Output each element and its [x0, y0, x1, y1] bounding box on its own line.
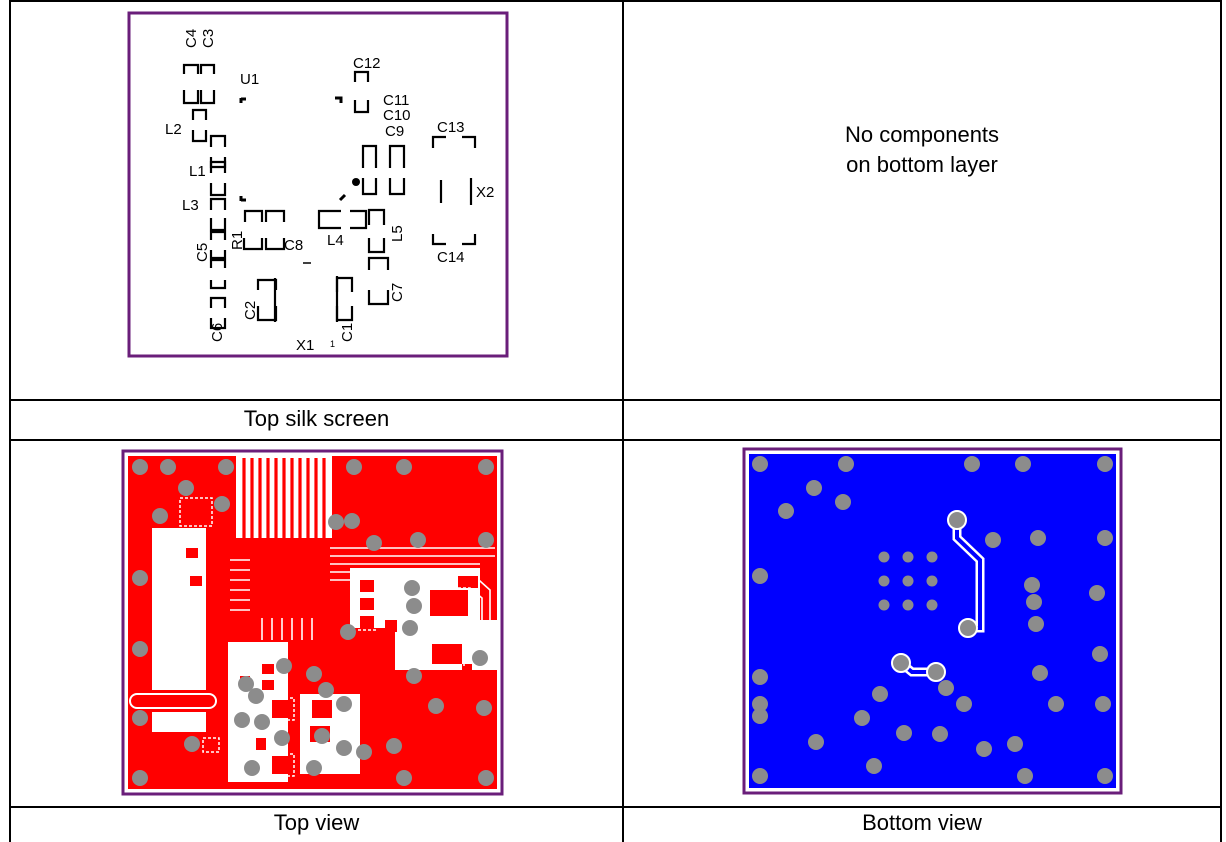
label-c1: C1 [339, 323, 356, 342]
label-u1: U1 [240, 71, 259, 88]
silk-l3 [209, 197, 227, 232]
silk-c13 [431, 135, 477, 148]
label-r1: R1 [229, 231, 246, 250]
label-pin1: 1 [330, 339, 335, 349]
bottom-silk-note: No components on bottom layer [624, 120, 1220, 180]
label-c6: C6 [209, 323, 226, 342]
silk-c10-group [361, 178, 406, 196]
silk-c11-group [361, 144, 406, 158]
label-l3: L3 [182, 197, 199, 214]
label-c2: C2 [242, 301, 259, 320]
silk-c12 [353, 70, 370, 114]
silk-r1-c8-bottom [242, 238, 286, 251]
table-row-line-2 [9, 439, 1222, 441]
table-border-right [1220, 0, 1222, 842]
caption-top-silk: Top silk screen [243, 406, 390, 431]
bottom-silk-note-line2: on bottom layer [846, 152, 998, 177]
silk-l1 [209, 160, 227, 197]
label-c12: C12 [353, 55, 381, 72]
label-c10: C10 [383, 107, 411, 124]
silk-board-outline [127, 11, 509, 358]
label-l4: L4 [327, 232, 344, 249]
table-row-line-3 [9, 806, 1222, 808]
label-c13: C13 [437, 119, 465, 136]
silk-c6 [209, 296, 227, 330]
label-l2: L2 [165, 121, 182, 138]
silk-l5 [367, 208, 386, 254]
silk-r1-c8-top [243, 209, 286, 222]
table-row-line-1 [9, 399, 1222, 401]
silk-l4 [317, 209, 368, 230]
silk-c4-c3-top [182, 63, 216, 74]
label-c9: C9 [385, 123, 404, 140]
bottom-copper-pour [749, 454, 1116, 788]
label-c8: C8 [284, 237, 303, 254]
label-l1: L1 [189, 163, 206, 180]
silk-c14 [431, 234, 477, 246]
label-x2: X2 [476, 184, 494, 201]
bottom-silk-note-line1: No components [844, 122, 1000, 147]
silk-c5 [209, 230, 227, 260]
table-border-left [9, 0, 11, 842]
label-c11: C11 [383, 92, 409, 109]
label-c7: C7 [389, 283, 406, 302]
caption-bottom-view: Bottom view [862, 810, 982, 835]
label-c4: C4 [183, 29, 200, 48]
label-c3: C3 [200, 29, 217, 48]
table-border-top [9, 0, 1222, 2]
silk-c11-group-b [361, 158, 406, 168]
silk-c5b [209, 258, 227, 290]
label-x1: X1 [296, 337, 314, 354]
label-l5: L5 [389, 225, 406, 242]
qfn-chip [250, 548, 324, 618]
label-c14: C14 [437, 249, 465, 266]
label-c5: C5 [194, 243, 211, 262]
caption-top-view: Top view [273, 810, 360, 835]
silk-c4-c3-bottom [182, 90, 216, 105]
silk-l2 [191, 108, 208, 143]
silk-c7 [367, 256, 390, 306]
table-divider-vertical [622, 0, 624, 842]
